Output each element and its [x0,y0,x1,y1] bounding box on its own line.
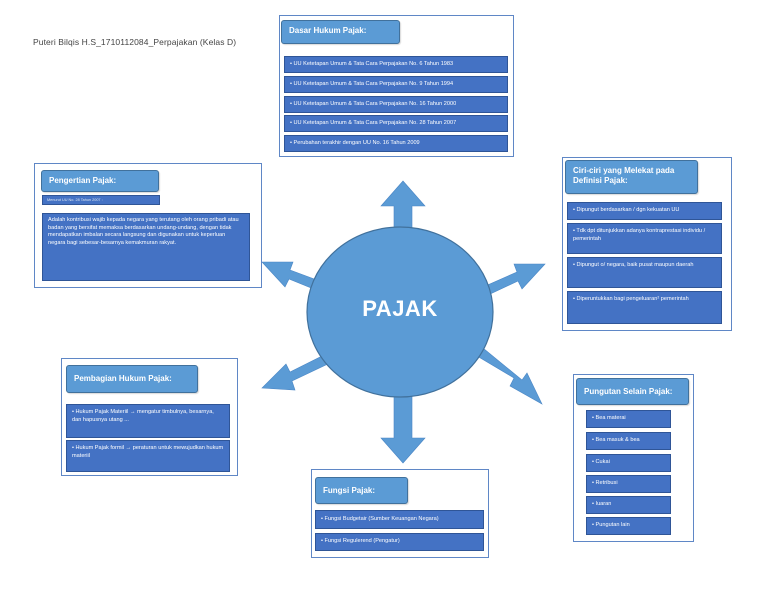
dasar-hukum-item: • UU Ketetapan Umum & Tata Cara Perpajak… [284,76,508,93]
dasar-hukum-item: • UU Ketetapan Umum & Tata Cara Perpajak… [284,56,508,73]
dasar-hukum-item: • UU Ketetapan Umum & Tata Cara Perpajak… [284,96,508,113]
pungutan-item: • Bea materai [586,410,671,428]
author-line: Puteri Bilqis H.S_1710112084_Perpajakan … [33,37,237,47]
dasar-hukum-title: Dasar Hukum Pajak: [281,20,400,44]
pengertian-body: Adalah kontribusi wajib kepada negara ya… [42,213,250,281]
ciri-ciri-item: • Tdk dpt ditunjukkan adanya kontraprest… [567,223,722,254]
dasar-hukum-item: • Perubahan terakhir dengan UU No. 16 Ta… [284,135,508,152]
pungutan-item: • Cukai [586,454,671,472]
arrow-lower-left [261,353,331,391]
fungsi-title: Fungsi Pajak: [315,477,408,504]
pembagian-title: Pembagian Hukum Pajak: [66,365,198,393]
pungutan-title: Pungutan Selain Pajak: [576,378,689,405]
center-label: PAJAK [362,296,438,321]
ciri-ciri-item: • Diperuntukkan bagi pengeluaran² pemeri… [567,291,722,324]
ciri-ciri-item: • Dipungut berdasarkan / dgn kekuatan UU [567,202,722,220]
pengertian-note: Menurut UU No. 28 Tahun 2007 : [42,195,160,205]
pungutan-item: • Bea masuk & bea [586,432,671,450]
center-circle [306,226,494,398]
fungsi-item: • Fungsi Budgetair (Sumber Keuangan Nega… [315,510,484,529]
arrow-down [380,394,426,464]
arrow-lower-right [476,347,543,405]
dasar-hukum-item: • UU Ketetapan Umum & Tata Cara Perpajak… [284,115,508,132]
pungutan-item: • Iuaran [586,496,671,514]
fungsi-item: • Fungsi Regulerend (Pengatur) [315,533,484,551]
pungutan-item: • Pungutan lain [586,517,671,535]
pungutan-item: • Retribusi [586,475,671,493]
ciri-ciri-item: • Dipungut o/ negara, baik pusat maupun … [567,257,722,288]
arrow-upper-right [482,263,546,297]
pembagian-item: • Hukum Pajak formil → peraturan untuk m… [66,440,230,472]
pembagian-item: • Hukum Pajak Materiil → mengatur timbul… [66,404,230,438]
ciri-ciri-title: Ciri-ciri yang Melekat pada Definisi Paj… [565,160,698,194]
pengertian-title: Pengertian Pajak: [41,170,159,192]
